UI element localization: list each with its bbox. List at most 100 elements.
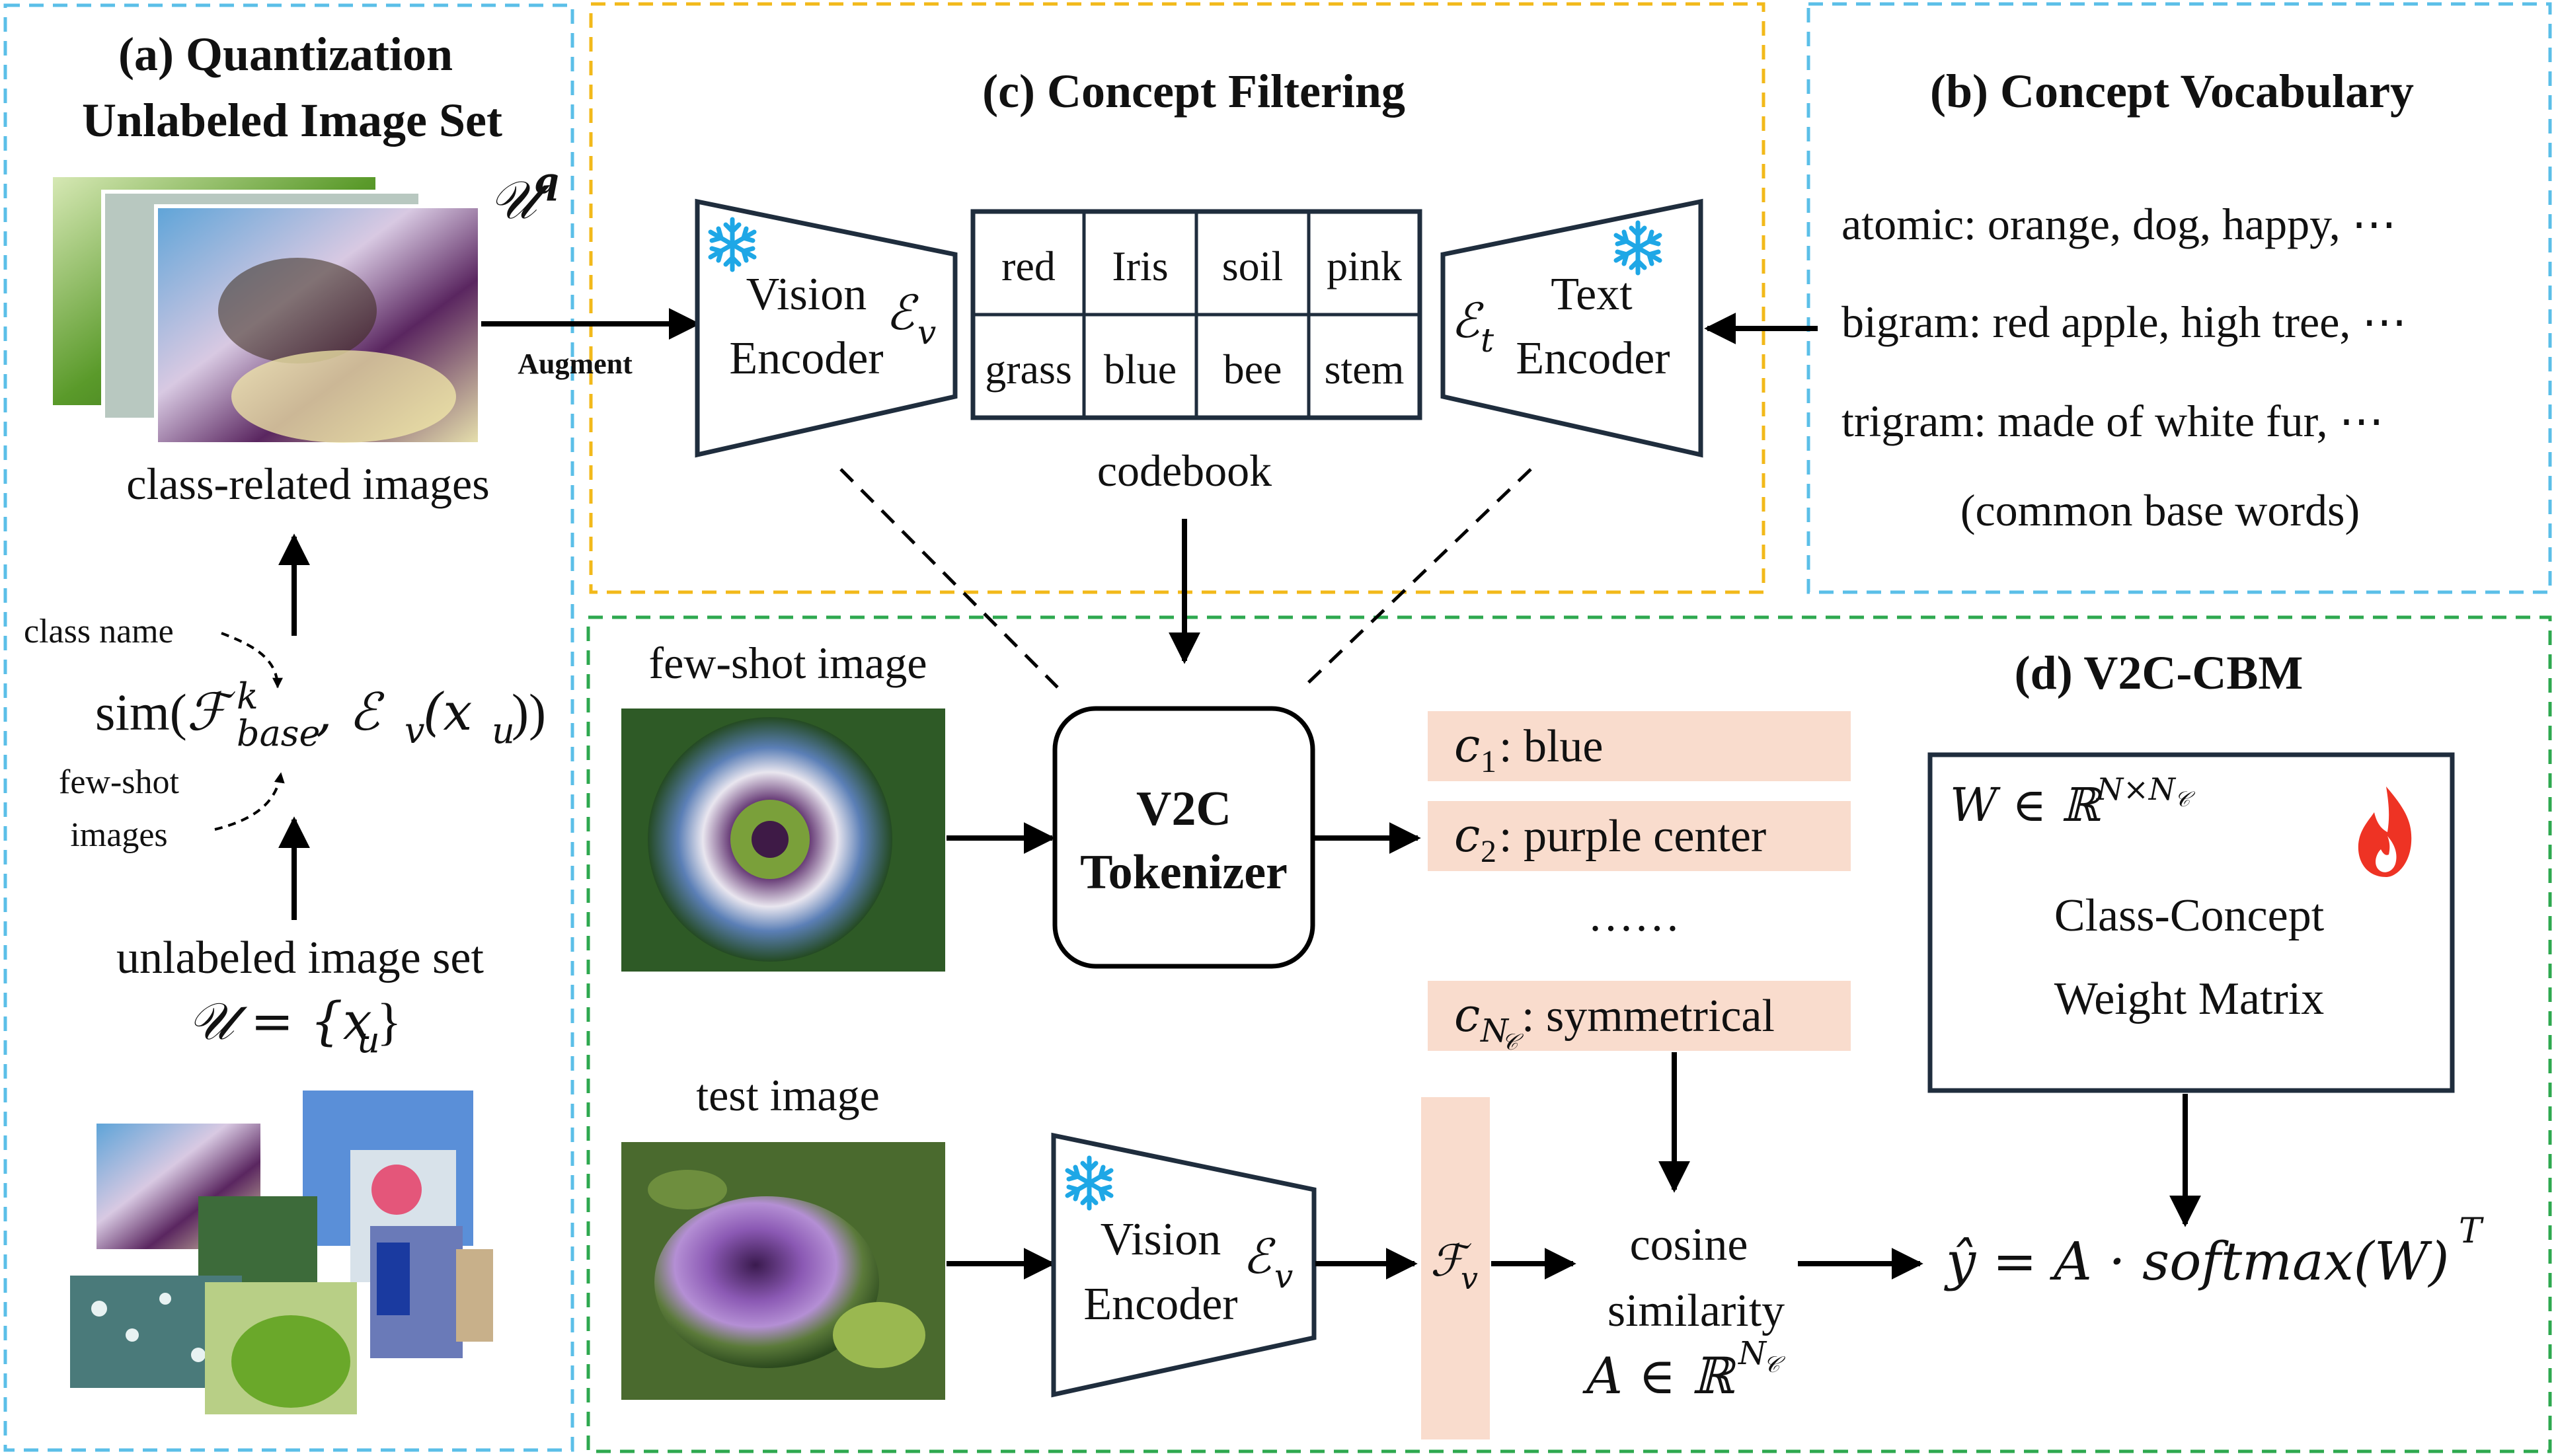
- vocab-trigram: trigram: made of white fur, ⋯: [1841, 396, 2384, 446]
- class-related-images-label: class-related images: [126, 459, 489, 509]
- concept-n-text: : symmetrical: [1522, 991, 1775, 1042]
- Ev-symbol-c: ℰ: [886, 285, 919, 340]
- sim-mid: , ℰ: [316, 683, 385, 742]
- sim-sub: base: [237, 712, 320, 754]
- tokenizer-line2: Tokenizer: [1080, 845, 1288, 900]
- concept-n-sym: c: [1454, 988, 1480, 1042]
- few-shot-images-line1: few-shot: [59, 763, 180, 801]
- concept-1-sym: c: [1454, 718, 1480, 773]
- concept-box-n: [1428, 981, 1851, 1051]
- weight-matrix-box: [1927, 752, 2455, 1093]
- svg-text:sim(ℱ: sim(ℱ: [95, 683, 236, 742]
- few-shot-photo: [621, 709, 945, 972]
- codebook-cell-blue: blue: [1104, 346, 1177, 393]
- feature-bar-fv: [1421, 1097, 1490, 1439]
- concept-box-2: [1428, 801, 1851, 871]
- uq-superscript: q: [534, 159, 559, 202]
- codebook-cell-red: red: [1001, 243, 1056, 289]
- W-text: W ∈ ℝ: [1950, 778, 2102, 832]
- sim-sup: k: [237, 675, 258, 717]
- panel-a-border: [3, 3, 574, 1452]
- codebook-cell-stem: stem: [1325, 346, 1405, 393]
- vocab-bigram: bigram: red apple, high tree, ⋯: [1841, 297, 2407, 347]
- concept-box-1: [1428, 711, 1851, 781]
- v2c-tokenizer: [1052, 706, 1315, 969]
- A-text: A ∈ ℝ: [1582, 1346, 1736, 1405]
- few-shot-image-label: few-shot image: [648, 638, 927, 688]
- vision-encoder-d-line2: Encoder: [1083, 1279, 1237, 1330]
- prediction-sup: T: [2459, 1211, 2484, 1251]
- few-shot-images-line2: images: [70, 816, 167, 854]
- flame-icon: [2358, 786, 2412, 877]
- unlabeled-photo-collage: [70, 1091, 493, 1414]
- unlabeled-image-set-label: unlabeled image set: [116, 933, 484, 983]
- sim-u: u: [492, 710, 515, 751]
- concept-1-text: : blue: [1499, 721, 1603, 772]
- concept-n-sub: N: [1480, 1013, 1510, 1050]
- sim-end: )): [512, 683, 546, 741]
- concept-2-sym: c: [1454, 808, 1480, 862]
- codebook-cell-soil: soil: [1222, 243, 1283, 289]
- panel-a-title-line2: Unlabeled Image Set: [82, 94, 502, 147]
- Ev-symbol-d: ℰ: [1243, 1229, 1276, 1284]
- U-end: }: [377, 993, 401, 1050]
- dashed-text-to-tokenizer: [1302, 468, 1532, 689]
- U-equation: 𝒰 = {x u }: [188, 992, 401, 1061]
- class-name-dashed-arrow: [221, 632, 283, 689]
- panel-d-title: (d) V2C-CBM: [2015, 646, 2304, 699]
- codebook-cell-iris: Iris: [1112, 243, 1168, 289]
- codebook-cell-bee: bee: [1223, 346, 1282, 393]
- W-sup: N×N: [2096, 771, 2177, 807]
- weight-line2: Weight Matrix: [2054, 974, 2324, 1024]
- vision-encoder-c-line1: Vision: [746, 269, 867, 320]
- panel-d-border: [586, 615, 2552, 1453]
- vocab-atomic: atomic: orange, dog, happy, ⋯: [1841, 199, 2397, 249]
- class-name-label: class name: [24, 613, 174, 650]
- concept-1-sub: 1: [1481, 744, 1496, 779]
- concept-ellipsis: ……: [1588, 890, 1680, 941]
- weight-line1: Class-Concept: [2054, 890, 2325, 941]
- concept-2-text: : purple center: [1499, 811, 1766, 862]
- Et-symbol: ℰ: [1451, 293, 1484, 348]
- vision-encoder-c-line2: Encoder: [729, 333, 883, 384]
- codebook-cell-pink: pink: [1327, 243, 1402, 289]
- codebook-label: codebook: [1097, 445, 1272, 496]
- sim-prefix: sim(: [95, 683, 187, 741]
- cosine-line2: similarity: [1607, 1285, 1785, 1336]
- Ev-sub-d: v: [1274, 1257, 1293, 1295]
- panel-b-title: (b) Concept Vocabulary: [1930, 65, 2414, 118]
- sim-formula: sim(ℱ k base , ℰ v (x u )): [95, 675, 546, 754]
- cosine-line1: cosine: [1630, 1219, 1748, 1270]
- codebook-cell-grass: grass: [985, 346, 1072, 393]
- sim-v: v: [405, 710, 425, 751]
- text-encoder-line1: Text: [1551, 269, 1633, 320]
- tokenizer-line1: V2C: [1136, 782, 1231, 836]
- text-encoder-line2: Encoder: [1516, 333, 1670, 384]
- prediction-formula: ŷ = A · softmax(W): [1944, 1231, 2449, 1292]
- class-related-photo-stack: [53, 177, 482, 446]
- codebook-grid: [970, 209, 1422, 420]
- vision-encoder-c: [695, 198, 958, 458]
- dashed-vision-to-tokenizer: [839, 468, 1059, 689]
- svg-text:(x: (x: [423, 683, 472, 742]
- Et-sub: t: [1481, 321, 1494, 360]
- test-photo: [621, 1142, 945, 1400]
- augment-label: Augment: [518, 348, 633, 380]
- sim-x: (x: [423, 683, 472, 742]
- test-image-label: test image: [696, 1070, 880, 1120]
- few-shot-dashed-arrow: [214, 772, 285, 831]
- Fv-sub: v: [1461, 1260, 1478, 1296]
- U-eq: 𝒰 = {x: [188, 992, 372, 1052]
- svg-text:, ℰ: , ℰ: [316, 683, 385, 742]
- A-supsub: 𝒞: [1763, 1352, 1786, 1378]
- A-sup: N: [1738, 1335, 1767, 1372]
- panel-c-title: (c) Concept Filtering: [982, 65, 1405, 118]
- U-sub: u: [357, 1019, 380, 1061]
- panel-b-border: [1806, 2, 2552, 594]
- sim-F: ℱ: [187, 683, 236, 742]
- vision-encoder-d: [1051, 1132, 1317, 1398]
- vocab-note: (common base words): [1960, 485, 2360, 535]
- Ev-sub-c: v: [917, 313, 936, 352]
- vision-encoder-d-line1: Vision: [1101, 1214, 1221, 1265]
